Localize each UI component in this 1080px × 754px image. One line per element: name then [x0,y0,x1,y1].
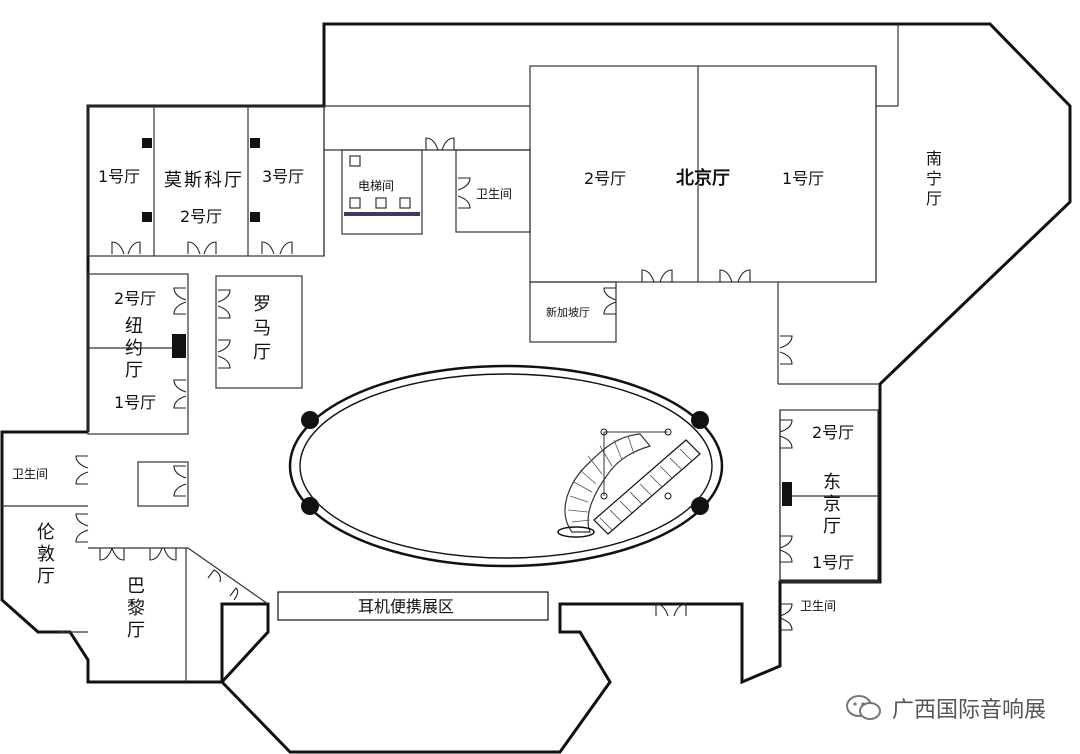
pillars [142,138,792,506]
wc-left-label: 卫生间 [12,467,48,481]
beijing-hall-2-label: 2号厅 [584,169,626,188]
room-labels: 1号厅 莫斯科厅 2号厅 3号厅 电梯间 卫生间 2号厅 北京厅 1号厅 新加坡… [12,167,854,616]
london-hall-label: 伦敦厅 [37,522,55,587]
spiral-staircase-icon [557,428,701,538]
tokyo-hall-1-label: 1号厅 [812,553,854,572]
beijing-hall-1-label: 1号厅 [782,169,824,188]
wechat-icon [845,695,881,720]
moscow-hall-3-label: 3号厅 [262,167,304,186]
newyork-hall-2-label: 2号厅 [114,289,156,308]
moscow-hall-name-label: 莫斯科厅 [164,170,244,191]
elevator-icon [344,155,420,216]
tokyo-hall-2-label: 2号厅 [812,423,854,442]
moscow-hall-1-label: 1号厅 [98,167,140,186]
rome-hall-label: 罗马厅 [253,294,271,363]
wc-right-label: 卫生间 [800,599,836,613]
watermark: 广西国际音响展 [844,692,1046,724]
beijing-hall-name-label: 北京厅 [676,167,730,189]
paris-hall-label: 巴黎厅 [127,576,145,641]
tokyo-hall-name-label: 东京厅 [823,472,841,537]
watermark-text: 广西国际音响展 [891,698,1046,723]
atrium [288,364,724,568]
headphone-zone-label: 耳机便携展区 [358,597,454,616]
inner-walls [2,24,899,682]
newyork-hall-name-label: 纽约厅 [125,316,143,381]
headphone-zone-box [277,591,549,621]
newyork-hall-1-label: 1号厅 [114,393,156,412]
vertical-labels: 南宁厅 纽约厅 罗马厅 伦敦厅 巴黎厅 东京厅 [37,149,942,641]
nanning-hall-label: 南宁厅 [926,149,942,208]
moscow-hall-2-label: 2号厅 [180,207,222,226]
outer-walls [0,22,1072,754]
singapore-hall-label: 新加坡厅 [546,305,590,319]
wc-top-label: 卫生间 [476,187,512,201]
elevator-label: 电梯间 [358,179,394,193]
doors [75,137,793,631]
